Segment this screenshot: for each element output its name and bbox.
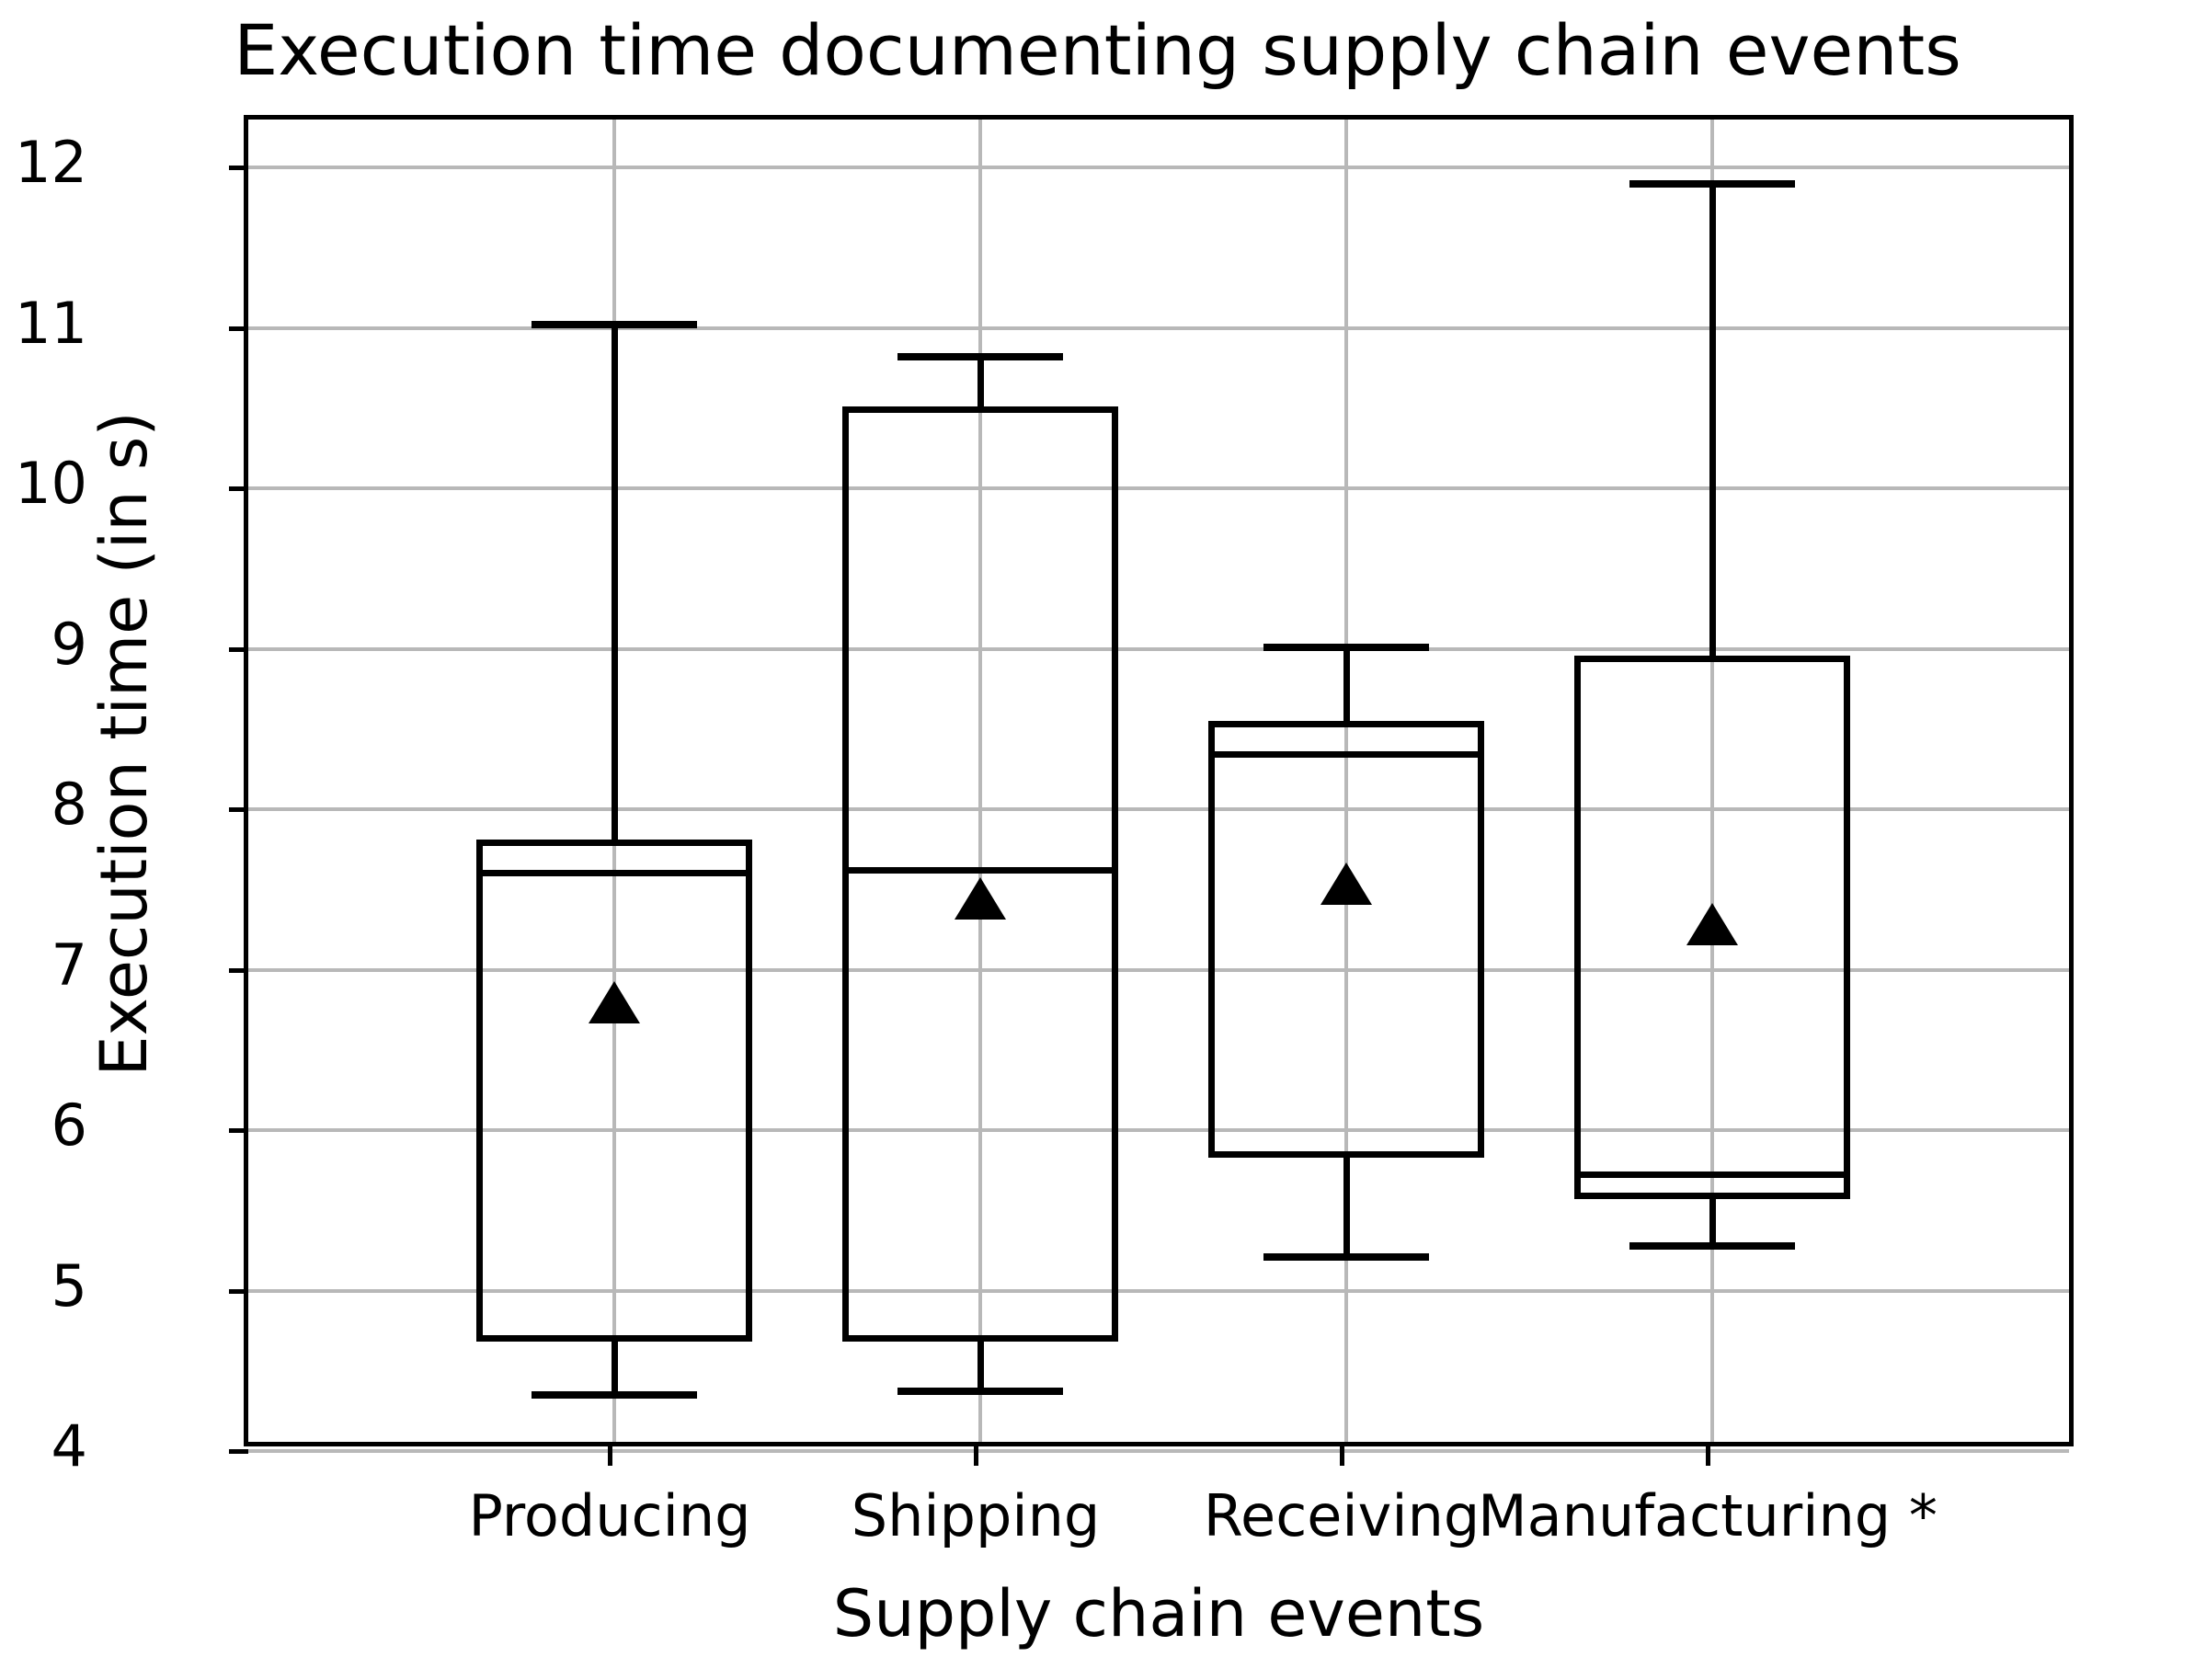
y-gridline — [248, 1288, 2069, 1293]
y-tick-mark — [229, 1288, 248, 1294]
mean-marker-triangle — [955, 876, 1006, 920]
y-tick-label: 9 — [51, 610, 87, 678]
y-tick-mark — [229, 1449, 248, 1454]
x-tick-mark — [608, 1446, 612, 1466]
y-tick-label: 7 — [51, 931, 87, 999]
y-gridline — [248, 326, 2069, 330]
chart-title: Execution time documenting supply chain … — [234, 9, 1961, 91]
y-tick-mark — [229, 166, 248, 171]
whisker-lower — [611, 1342, 618, 1395]
y-gridline — [248, 807, 2069, 812]
y-tick-mark — [229, 486, 248, 492]
y-tick-label: 6 — [51, 1091, 87, 1160]
y-tick-mark — [229, 326, 248, 331]
whisker-cap-upper — [897, 353, 1063, 361]
whisker-cap-lower — [897, 1388, 1063, 1396]
median-line — [1574, 1171, 1850, 1179]
whisker-cap-upper — [1263, 643, 1429, 651]
plot-area — [229, 115, 2074, 1454]
whisker-cap-lower — [1629, 1241, 1795, 1250]
y-gridline — [248, 646, 2069, 651]
whisker-cap-lower — [532, 1390, 697, 1399]
x-gridline — [1710, 120, 1714, 1442]
x-tick-mark — [1340, 1446, 1344, 1466]
y-gridline — [248, 1128, 2069, 1133]
y-gridline — [248, 486, 2069, 491]
y-gridline — [248, 1449, 2069, 1453]
whisker-upper — [1709, 183, 1716, 656]
x-gridline — [1344, 120, 1348, 1442]
box-iqr[interactable] — [842, 406, 1118, 1343]
x-tick-label-receiving: Receiving — [1203, 1482, 1480, 1549]
y-axis-label: Execution time (in s) — [86, 411, 162, 1077]
box-iqr[interactable] — [476, 840, 752, 1343]
x-tick-label-shipping: Shipping — [851, 1482, 1101, 1549]
y-tick-label: 5 — [51, 1251, 87, 1320]
box-iqr[interactable] — [1208, 721, 1484, 1158]
y-tick-mark — [229, 646, 248, 652]
x-tick-label-producing: Producing — [468, 1482, 751, 1549]
whisker-lower — [977, 1342, 984, 1392]
x-tick-label-manufacturing: Manufacturing * — [1478, 1482, 1938, 1549]
x-tick-mark — [1706, 1446, 1710, 1466]
y-tick-label: 8 — [51, 771, 87, 839]
mean-marker-triangle — [1686, 902, 1738, 945]
x-axis-label: Supply chain events — [832, 1576, 1485, 1651]
median-line — [842, 866, 1118, 874]
mean-marker-triangle — [589, 981, 640, 1023]
x-tick-mark — [974, 1446, 978, 1466]
y-gridline — [248, 967, 2069, 972]
median-line — [476, 870, 752, 877]
y-tick-label: 12 — [15, 129, 87, 197]
y-tick-label: 4 — [51, 1412, 87, 1480]
median-line — [1208, 751, 1484, 759]
whisker-cap-upper — [532, 321, 697, 329]
y-tick-mark — [229, 967, 248, 973]
y-tick-mark — [229, 807, 248, 813]
y-gridline — [248, 166, 2069, 170]
mean-marker-triangle — [1320, 862, 1372, 905]
box-iqr[interactable] — [1574, 655, 1850, 1200]
y-tick-label: 10 — [15, 450, 87, 518]
whisker-upper — [977, 357, 984, 407]
whisker-cap-lower — [1263, 1252, 1429, 1261]
whisker-upper — [611, 325, 618, 840]
y-tick-label: 11 — [15, 289, 87, 357]
whisker-lower — [1709, 1199, 1716, 1246]
whisker-upper — [1343, 646, 1350, 722]
whisker-lower — [1343, 1157, 1350, 1257]
x-gridline — [978, 120, 982, 1442]
y-tick-mark — [229, 1128, 248, 1134]
whisker-cap-upper — [1629, 179, 1795, 188]
